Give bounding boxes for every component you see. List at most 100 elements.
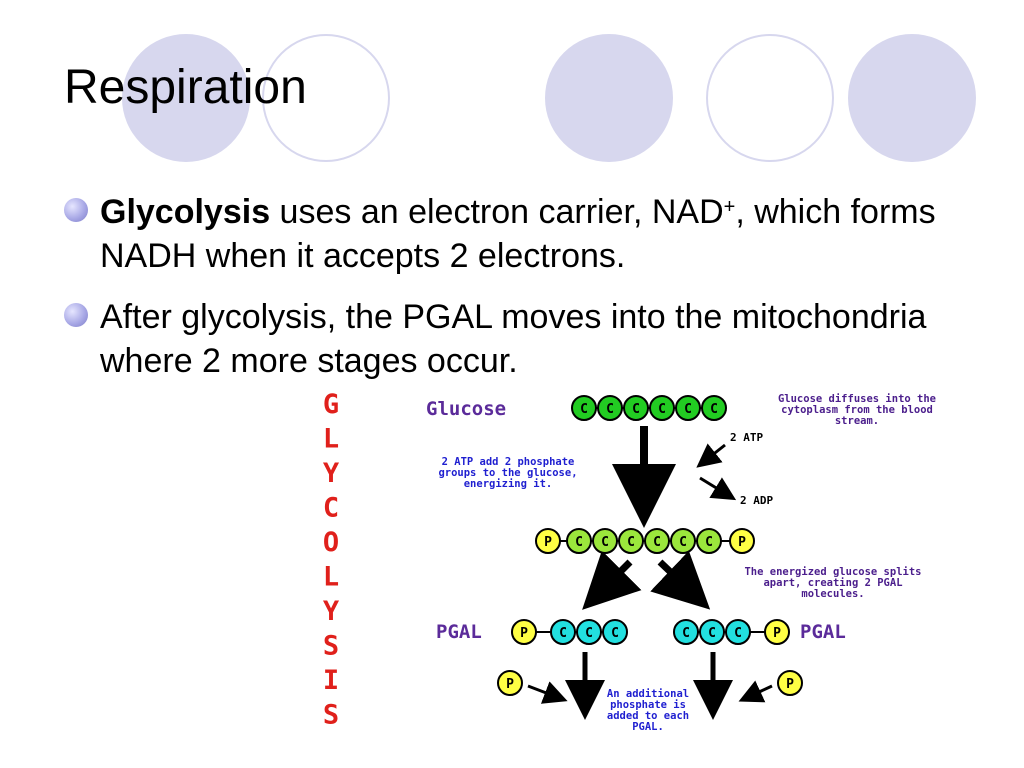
bullet-1-superscript: + [723, 196, 736, 218]
carbon-atom: C [670, 528, 696, 554]
carbon-atom-text: C [705, 535, 713, 550]
bullet-1-text-b: , which forms NADH when it accepts 2 ele… [100, 193, 936, 275]
carbon-atom-shape [602, 619, 628, 645]
carbon-atom-text: C [708, 626, 716, 641]
vertical-title-letter: L [323, 424, 339, 455]
phosphate-atom-shape [764, 619, 790, 645]
atp-note-line: energizing it. [464, 478, 553, 490]
carbon-atom-text: C [580, 402, 588, 417]
phosphate-atom: P [729, 528, 755, 554]
carbon-atom-shape [699, 619, 725, 645]
diagram-labels: Glucose Glucose diffuses into thecytoplas… [426, 393, 936, 733]
carbon-atom: C [673, 619, 699, 645]
carbon-atom-text: C [682, 626, 690, 641]
carbon-atom: C [550, 619, 576, 645]
phosphate-note-line: PGAL. [632, 721, 664, 733]
split-note-line: apart, creating 2 PGAL [763, 577, 902, 589]
carbon-atom-shape [597, 395, 623, 421]
carbon-atom-text: C [658, 402, 666, 417]
split-note-line: molecules. [801, 588, 864, 600]
carbon-atom: C [566, 528, 592, 554]
glucose-label: Glucose [426, 398, 506, 420]
carbon-atom-text: C [653, 535, 661, 550]
carbon-atom-text: C [601, 535, 609, 550]
split-left-arrow [582, 550, 642, 610]
carbon-atom-text: C [627, 535, 635, 550]
carbon-atom-shape [576, 619, 602, 645]
vertical-title-letter: S [323, 700, 339, 731]
phosphate-note-line: An additional [607, 688, 689, 700]
carbon-atom: C [701, 395, 727, 421]
phosphate-atom-text: P [520, 626, 528, 641]
vertical-title-letter: Y [323, 596, 340, 627]
carbon-atom-text: C [679, 535, 687, 550]
atp-note-line: 2 ATP add 2 phosphate [442, 456, 575, 468]
carbon-atom-shape [725, 619, 751, 645]
glucose-note-line: Glucose diffuses into the [778, 393, 936, 405]
phosphate-left-arrow [527, 681, 568, 704]
atp-note-line: groups to the glucose, [438, 467, 577, 479]
decorative-circle-3 [848, 34, 976, 162]
carbon-atom: C [623, 395, 649, 421]
vertical-title-letter: S [323, 631, 339, 662]
bullet-icon [64, 303, 88, 327]
pgal-left-label: PGAL [436, 621, 482, 643]
phosphate-atom-text: P [544, 535, 552, 550]
carbon-atom-shape [644, 528, 670, 554]
adp-out-label: 2 ADP [740, 494, 773, 507]
glucose-note-line: stream. [835, 415, 879, 427]
carbon-atom-text: C [575, 535, 583, 550]
vertical-title-letter: L [323, 562, 339, 593]
free-phosphate: P [777, 670, 803, 696]
carbon-atom: C [576, 619, 602, 645]
atp-in-arrow [696, 443, 726, 468]
carbon-atom: C [597, 395, 623, 421]
phosphate-atom-text: P [773, 626, 781, 641]
vertical-title-letter: Y [323, 458, 340, 489]
phosphate-atom: P [511, 619, 537, 645]
carbon-atom-text: C [585, 626, 593, 641]
phosphate-atom-text: P [738, 535, 746, 550]
vertical-title-letter: I [323, 665, 339, 696]
bullet-1-bold: Glycolysis [100, 193, 271, 231]
decorative-circle-2 [545, 34, 673, 162]
free-phosphate-text: P [506, 677, 514, 692]
vertical-title-letter: C [323, 493, 339, 524]
phosphate-note-line: added to each [607, 710, 689, 722]
phosphate-atom: P [764, 619, 790, 645]
free-phosphate: P [497, 670, 523, 696]
carbon-atom: C [725, 619, 751, 645]
carbon-atom: C [618, 528, 644, 554]
carbon-atom-shape [670, 528, 696, 554]
bullet-1: Glycolysis uses an electron carrier, NAD… [100, 190, 980, 278]
carbon-atom-text: C [734, 626, 742, 641]
decorative-ring-1 [262, 34, 390, 162]
carbon-atom-text: C [684, 402, 692, 417]
decorative-ring-2 [706, 34, 834, 162]
slide-title: Respiration [64, 61, 307, 114]
carbon-atom-text: C [710, 402, 718, 417]
carbon-atom-shape [649, 395, 675, 421]
decorative-circle-1 [122, 34, 250, 162]
carbon-atom-text: C [632, 402, 640, 417]
arrows [527, 426, 773, 720]
carbon-atom-text: C [611, 626, 619, 641]
phosphate-right-arrow [738, 680, 773, 703]
carbon-atom-shape [571, 395, 597, 421]
carbon-atom: C [592, 528, 618, 554]
carbon-atom: C [696, 528, 722, 554]
phosphate-atom: P [535, 528, 561, 554]
carbon-atom-shape [673, 619, 699, 645]
carbon-atom: C [649, 395, 675, 421]
free-phosphate-text: P [786, 677, 794, 692]
phosphate-note-line: phosphate is [610, 699, 686, 711]
carbon-atom-shape [566, 528, 592, 554]
pgal-right-label: PGAL [800, 621, 846, 643]
glucose-note-line: cytoplasm from the blood [781, 404, 933, 416]
atp-in-label: 2 ATP [730, 431, 763, 444]
vertical-title-letter: O [323, 527, 339, 558]
free-phosphate-shape [497, 670, 523, 696]
carbon-atom-text: C [559, 626, 567, 641]
